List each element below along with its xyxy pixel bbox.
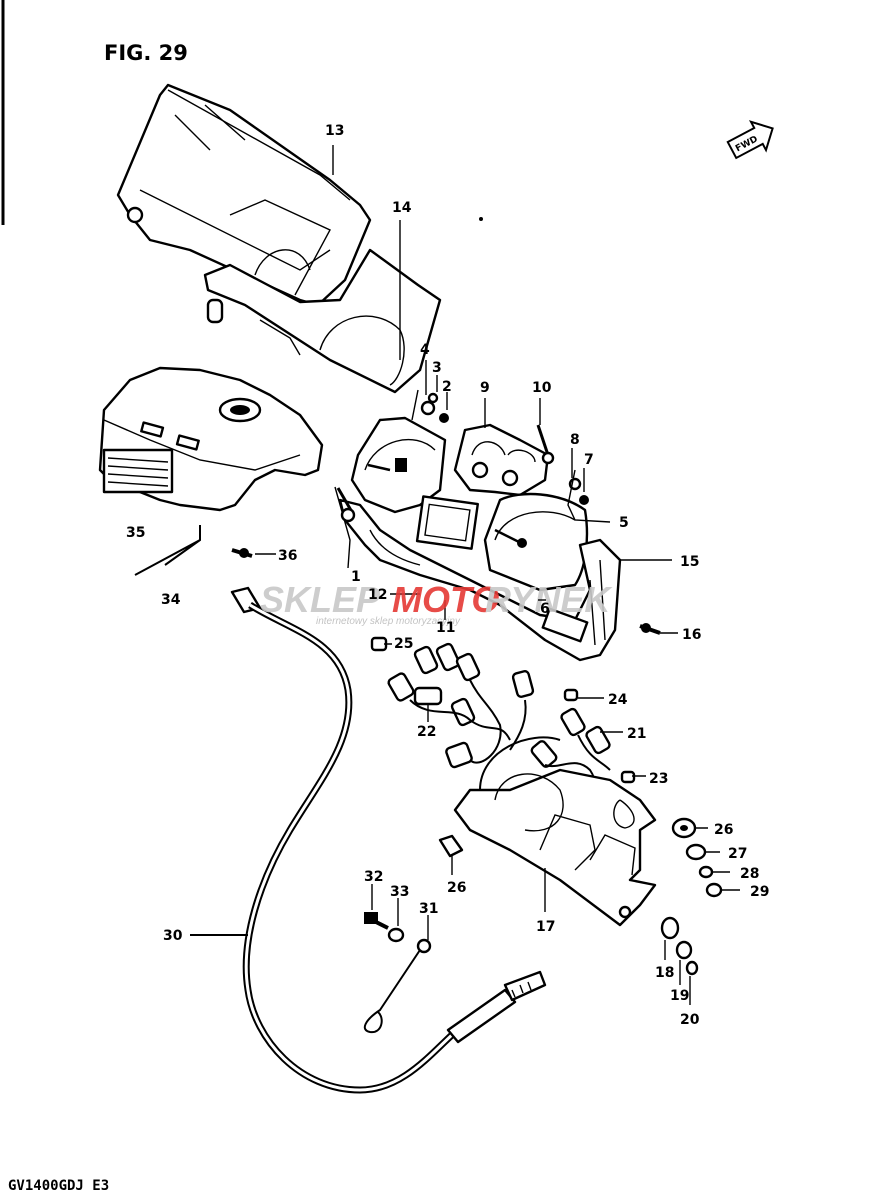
callout-20: 20	[680, 1012, 700, 1028]
meter-bracket-part-17	[453, 736, 657, 927]
meter-panel-part-9	[453, 423, 550, 497]
callout-15: 15	[680, 554, 699, 570]
figure-title: FIG. 29	[104, 41, 188, 65]
leaders-26-29	[696, 827, 740, 891]
screw-part-10	[536, 424, 555, 465]
screw-part-7	[579, 495, 589, 505]
callout-16: 16	[682, 627, 701, 643]
callout-4: 4	[420, 342, 430, 358]
washer-part-33	[387, 927, 405, 943]
callout-5: 5	[619, 515, 629, 531]
callout-6: 6	[540, 601, 550, 617]
leader-1	[334, 486, 351, 569]
callout-17: 17	[536, 919, 555, 935]
collar-part-19	[675, 940, 693, 960]
nut-part-20	[685, 960, 699, 976]
stray-dot	[479, 217, 483, 221]
screw-part-4	[420, 400, 436, 416]
meter-cover-part-14	[203, 248, 442, 394]
callout-26-right: 26	[714, 822, 733, 838]
speedometer-gauge	[483, 492, 589, 592]
callout-9: 9	[480, 380, 490, 396]
cable-clamp-part-31	[363, 938, 432, 1034]
callout-7: 7	[584, 452, 594, 468]
callout-21: 21	[627, 726, 646, 742]
leaders-18-20	[664, 940, 691, 1005]
bulb-sockets-wiring	[370, 636, 636, 817]
washer-part-28	[698, 865, 714, 879]
meter-case-part-35	[98, 366, 324, 512]
grommet-part-26-left	[438, 834, 464, 858]
callout-3: 3	[432, 360, 442, 376]
callout-30: 30	[163, 928, 183, 944]
callout-32: 32	[364, 869, 383, 885]
callout-34: 34	[161, 592, 181, 608]
callout-36: 36	[278, 548, 297, 564]
screw-part-32	[364, 912, 389, 930]
grommet-part-18	[660, 916, 680, 940]
screw-part-2	[439, 413, 449, 423]
callout-19: 19	[670, 988, 689, 1004]
screw-part-1	[336, 487, 356, 523]
watermark: SKLEP MOTO RYNEK internetowy sklep motor…	[260, 579, 613, 627]
callout-31: 31	[419, 901, 438, 917]
callout-2: 2	[442, 379, 452, 395]
callout-14: 14	[392, 200, 412, 216]
leaders-7-10	[484, 398, 585, 492]
callout-23: 23	[649, 771, 668, 787]
grommet-part-26	[671, 817, 697, 839]
callout-10: 10	[532, 380, 552, 396]
screw-part-16	[639, 623, 678, 635]
callout-33: 33	[390, 884, 409, 900]
leaders-32-33	[371, 884, 399, 926]
callout-24: 24	[608, 692, 628, 708]
callout-28: 28	[740, 866, 759, 882]
nut-part-29	[705, 882, 723, 898]
callout-1: 1	[351, 569, 361, 585]
callout-12: 12	[368, 587, 387, 603]
callout-25: 25	[394, 636, 413, 652]
washer-part-3	[427, 392, 439, 404]
callout-27: 27	[728, 846, 747, 862]
fwd-arrow-icon: FWD	[726, 120, 774, 160]
leader-5	[567, 469, 611, 523]
callout-29: 29	[750, 884, 769, 900]
collar-part-27	[685, 843, 707, 861]
model-code: GV1400GDJ E3	[8, 1178, 109, 1194]
callout-8: 8	[570, 432, 580, 448]
leaders-2-4	[411, 360, 448, 421]
callout-11: 11	[436, 620, 455, 636]
callout-26-left: 26	[447, 880, 466, 896]
speedometer-cable-part-30	[230, 586, 547, 1094]
callout-18: 18	[655, 965, 674, 981]
leaders-13-14	[332, 145, 401, 360]
watermark-brand-b: MOTO	[392, 579, 499, 620]
screw-part-36	[231, 548, 253, 558]
callout-22: 22	[417, 724, 436, 740]
leaders-21-25	[384, 643, 646, 777]
leader-34-35	[134, 525, 201, 576]
watermark-tagline: internetowy sklep motoryzacyjny	[316, 616, 461, 627]
callout-35: 35	[126, 525, 145, 541]
watermark-brand-a: SKLEP	[260, 579, 381, 620]
meter-housing-part-15	[338, 495, 622, 662]
watermark-brand-c: RYNEK	[485, 579, 613, 620]
callout-13: 13	[325, 123, 344, 139]
